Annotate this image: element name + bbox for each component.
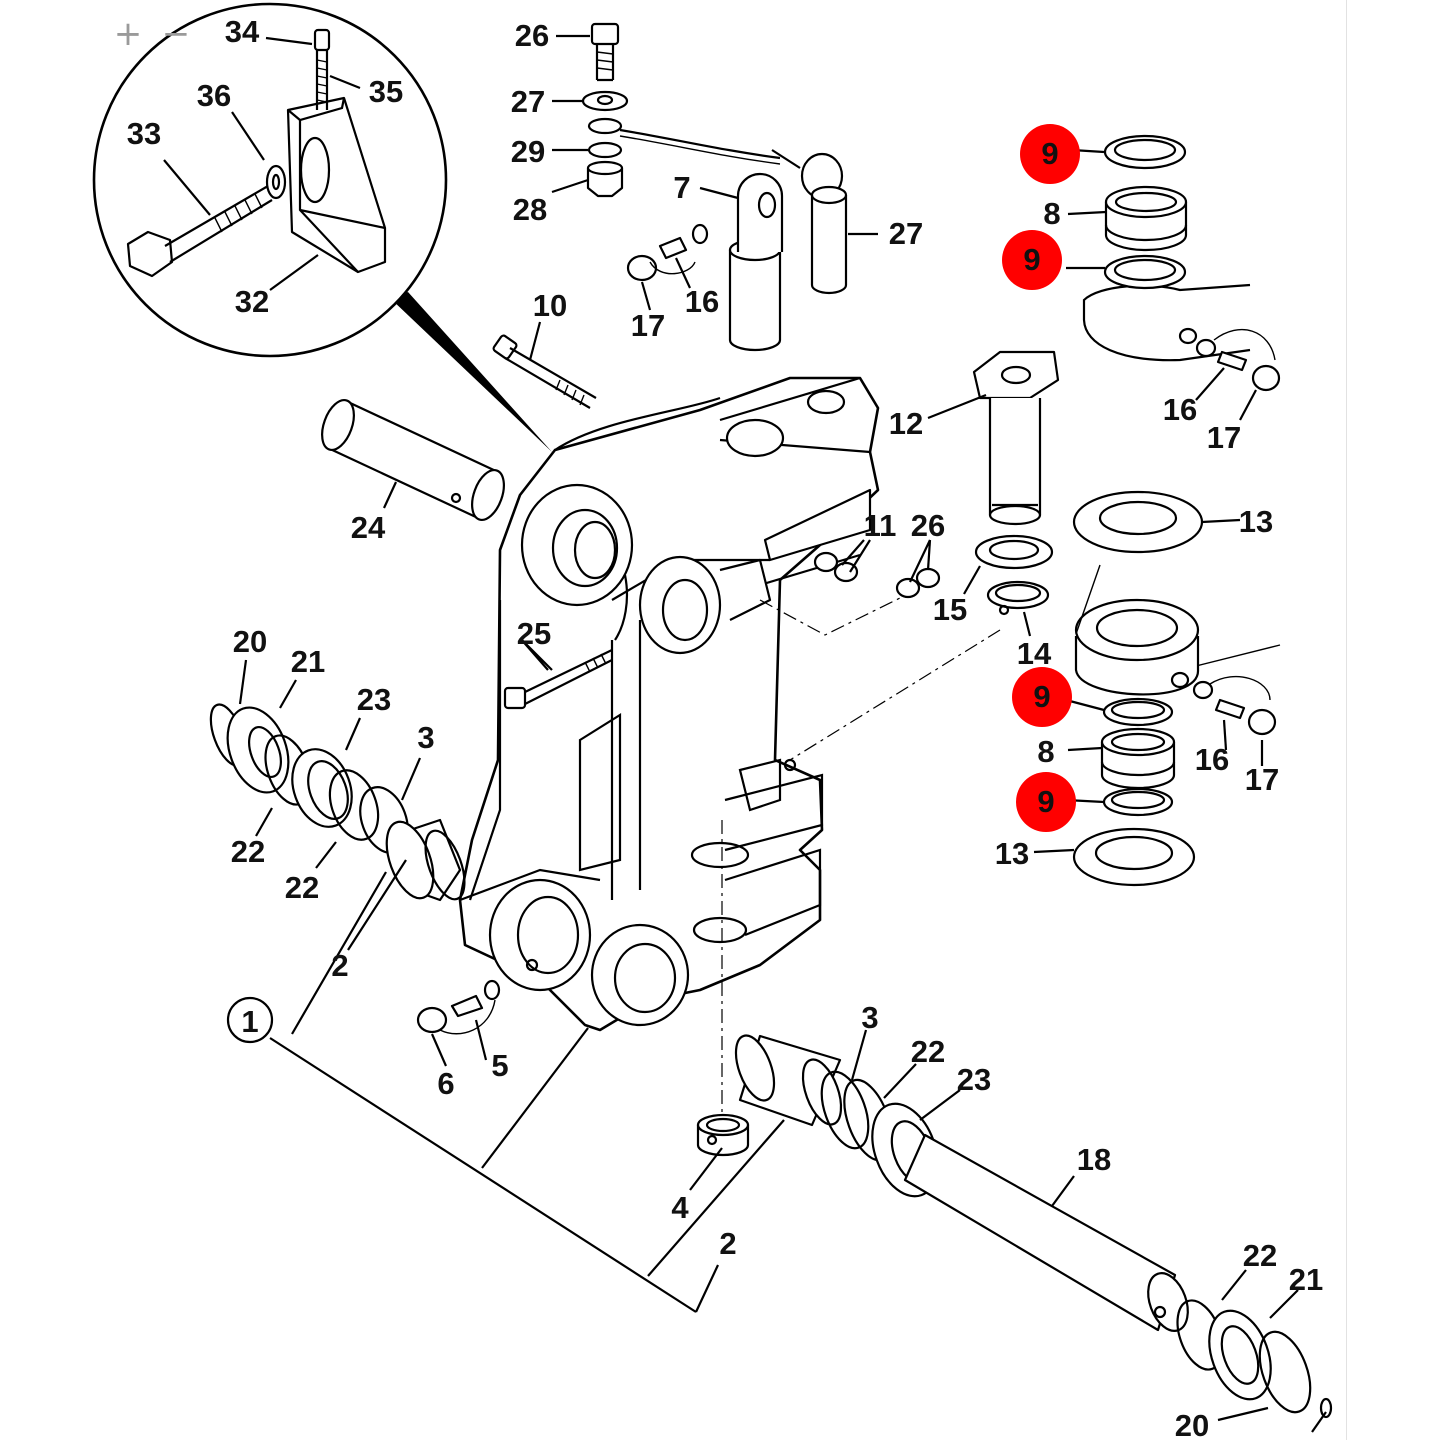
part-label: 8: [1043, 196, 1060, 231]
zoom-in-button[interactable]: +: [113, 14, 143, 54]
block-part: [286, 96, 387, 274]
bolt-25: [503, 649, 613, 710]
part-label: 10: [533, 288, 567, 323]
part-label: 33: [127, 116, 161, 151]
part-label: 18: [1077, 1142, 1111, 1177]
nuts-11-26: [813, 551, 941, 599]
leader-lines: [163, 34, 1327, 1433]
part-label: 27: [889, 216, 923, 251]
part-label: 3: [417, 720, 434, 755]
part-label: 2: [331, 948, 348, 983]
part-label: 3: [861, 1000, 878, 1035]
centerline-b: [789, 629, 1001, 761]
part-label: 36: [197, 78, 231, 113]
panel-border: [1346, 0, 1347, 1440]
highlight-badge: [1012, 667, 1072, 727]
part-label: 17: [1207, 420, 1241, 455]
part-label: 34: [225, 14, 260, 49]
bolt-part: [126, 185, 273, 278]
part-label: 13: [1239, 504, 1273, 539]
part-label: 7: [673, 170, 690, 205]
part-label: 21: [291, 644, 325, 679]
lower-bushing-group: [1072, 490, 1277, 887]
part-label: 35: [369, 74, 403, 109]
part-label: 25: [517, 616, 551, 651]
collar-4: [696, 1113, 750, 1157]
highlight-badges: [1002, 124, 1080, 832]
detail-inset: [92, 2, 552, 452]
highlight-badge: [1016, 772, 1076, 832]
part-label: 22: [911, 1034, 945, 1069]
part-label: 16: [1163, 392, 1197, 427]
part-label: 17: [1245, 762, 1279, 797]
part-label: 27: [511, 84, 545, 119]
part-label: 20: [1175, 1408, 1209, 1440]
part-label: 29: [511, 134, 545, 169]
left-seal-stack: [209, 703, 466, 902]
part-label: 24: [351, 510, 386, 545]
bolt-10: [492, 334, 597, 409]
part-label: 14: [1017, 636, 1052, 671]
part-label: 22: [285, 870, 319, 905]
part-label: 22: [1243, 1238, 1277, 1273]
pin-12: [972, 350, 1060, 616]
centerline-a: [759, 597, 901, 636]
part-label: 13: [995, 836, 1029, 871]
detail-pointer: [390, 292, 552, 452]
part-label: 4: [671, 1190, 689, 1225]
upper-bushing-group: [1082, 134, 1281, 392]
part-label: 26: [911, 508, 945, 543]
part-label: 5: [491, 1048, 508, 1083]
part-label: 32: [235, 284, 269, 319]
part-label: 11: [864, 508, 897, 543]
part-label: 8: [1037, 734, 1054, 769]
grease-nipple-5-6: [416, 979, 501, 1035]
part-label: 28: [513, 192, 547, 227]
part-label: 9: [1023, 242, 1040, 277]
assembly-callout-number: 1: [241, 1004, 258, 1039]
part-label: 23: [357, 682, 391, 717]
part-label: 17: [631, 308, 665, 343]
part-label: 16: [1195, 742, 1229, 777]
screw-part: [313, 28, 331, 110]
part-label: 9: [1037, 784, 1054, 819]
part-label: 9: [1041, 136, 1058, 171]
part-label: 15: [933, 592, 967, 627]
pin-assembly: [581, 22, 848, 352]
part-label: 26: [515, 18, 549, 53]
zoom-out-button[interactable]: −: [161, 14, 191, 54]
part-label: 6: [437, 1066, 454, 1101]
part-label: 23: [957, 1062, 991, 1097]
swing-bracket: [458, 376, 880, 1032]
part-label: 22: [231, 834, 265, 869]
highlight-badge: [1020, 124, 1080, 184]
part-label: 2: [719, 1226, 736, 1261]
part-labels: 34 35 36 33 32 26 27 29 28 7 27 16 17 10…: [127, 14, 1323, 1443]
part-label: 12: [889, 406, 923, 441]
part-label: 16: [685, 284, 719, 319]
part-label: 21: [1289, 1262, 1323, 1297]
highlight-badge: [1002, 230, 1062, 290]
part-label: 20: [233, 624, 267, 659]
pin-24: [321, 399, 505, 521]
part-label: 9: [1033, 679, 1050, 714]
assembly-callout-circle: [226, 996, 274, 1044]
lower-pin-stack: [734, 1034, 1333, 1419]
